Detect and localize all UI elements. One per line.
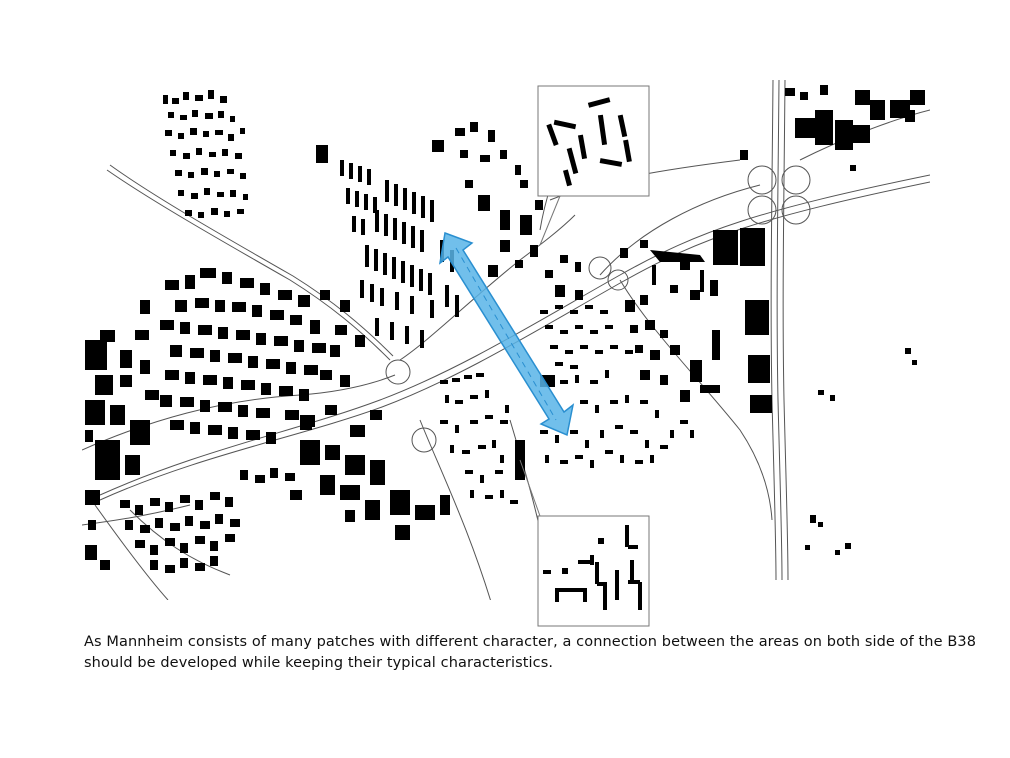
linear-housing-north — [340, 160, 459, 348]
figure-ground-map — [82, 80, 930, 627]
dense-old-town — [135, 268, 365, 444]
housing-east-of-b38 — [540, 285, 720, 402]
residential-south-west — [85, 468, 295, 573]
map-caption: As Mannheim consists of many patches wit… — [84, 632, 977, 674]
connection-arrow-icon — [438, 231, 575, 437]
inset-detail-north — [537, 85, 650, 246]
inset-detail-south — [519, 459, 650, 627]
caption-line-1: As Mannheim consists of many patches wit… — [84, 634, 977, 650]
building-footprints — [85, 85, 925, 573]
terrace-housing-south — [440, 370, 694, 504]
caption-line-2: should be developed while keeping their … — [84, 655, 554, 671]
